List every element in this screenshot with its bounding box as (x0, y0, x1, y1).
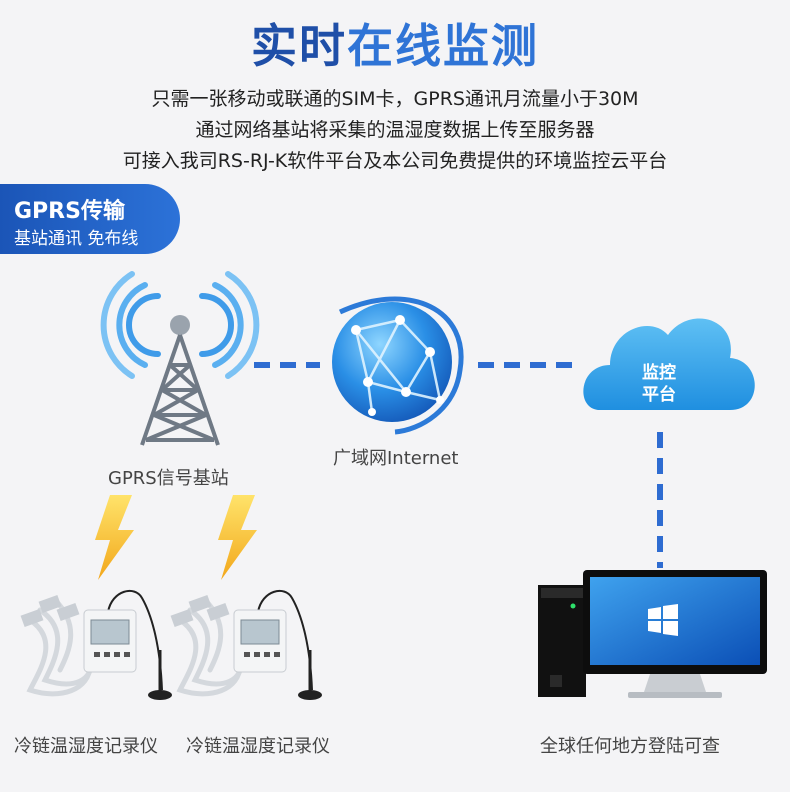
computer-label: 全球任何地方登陆可查 (540, 736, 720, 757)
page-title: 实时在线监测 (0, 18, 790, 74)
badge-subtitle: 基站通讯 免布线 (14, 229, 139, 249)
title-part2: 在线监测 (347, 19, 539, 73)
tower-icon (100, 271, 260, 446)
cloud-platform-label: 监控 平台 (628, 362, 690, 406)
cloud-line-1: 监控 (642, 363, 676, 383)
lightning-icon-2 (218, 495, 257, 580)
tower-label: GPRS信号基站 (108, 468, 229, 489)
globe-icon (332, 296, 464, 435)
data-logger-device-1 (20, 589, 172, 700)
data-logger-device-2 (170, 589, 322, 700)
title-part1: 实时 (251, 19, 347, 73)
description-line-2: 通过网络基站将采集的温湿度数据上传至服务器 (195, 119, 595, 141)
globe-label: 广域网Internet (333, 448, 459, 469)
badge-title: GPRS传输 (14, 199, 125, 224)
cloud-line-2: 平台 (642, 385, 676, 405)
gprs-badge: GPRS传输 基站通讯 免布线 (0, 184, 180, 254)
cloud-icon (583, 318, 755, 410)
description-line-1: 只需一张移动或联通的SIM卡，GPRS通讯月流量小于30M (151, 88, 639, 110)
computer-icon (538, 570, 767, 698)
lightning-icon-1 (95, 495, 134, 580)
device-1-label: 冷链温湿度记录仪 (14, 736, 158, 757)
description-line-3: 可接入我司RS-RJ-K软件平台及本公司免费提供的环境监控云平台 (122, 150, 668, 172)
device-2-label: 冷链温湿度记录仪 (186, 736, 330, 757)
